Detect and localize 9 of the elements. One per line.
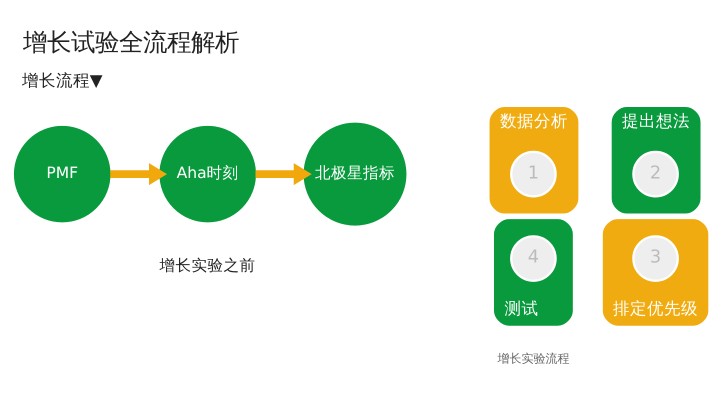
diagram-title: 增长试验全流程解析 — [23, 26, 240, 56]
node-circle: PMF — [14, 125, 111, 222]
label: 增长实验之前 — [160, 256, 256, 274]
label: 增长实验流程 — [497, 351, 570, 366]
node-circle: 北极星指标 — [304, 122, 406, 226]
arrow — [256, 162, 312, 185]
label: 增长流程▼ — [22, 70, 103, 90]
node-circle: Aha时刻 — [159, 125, 256, 222]
arrow — [110, 162, 168, 185]
